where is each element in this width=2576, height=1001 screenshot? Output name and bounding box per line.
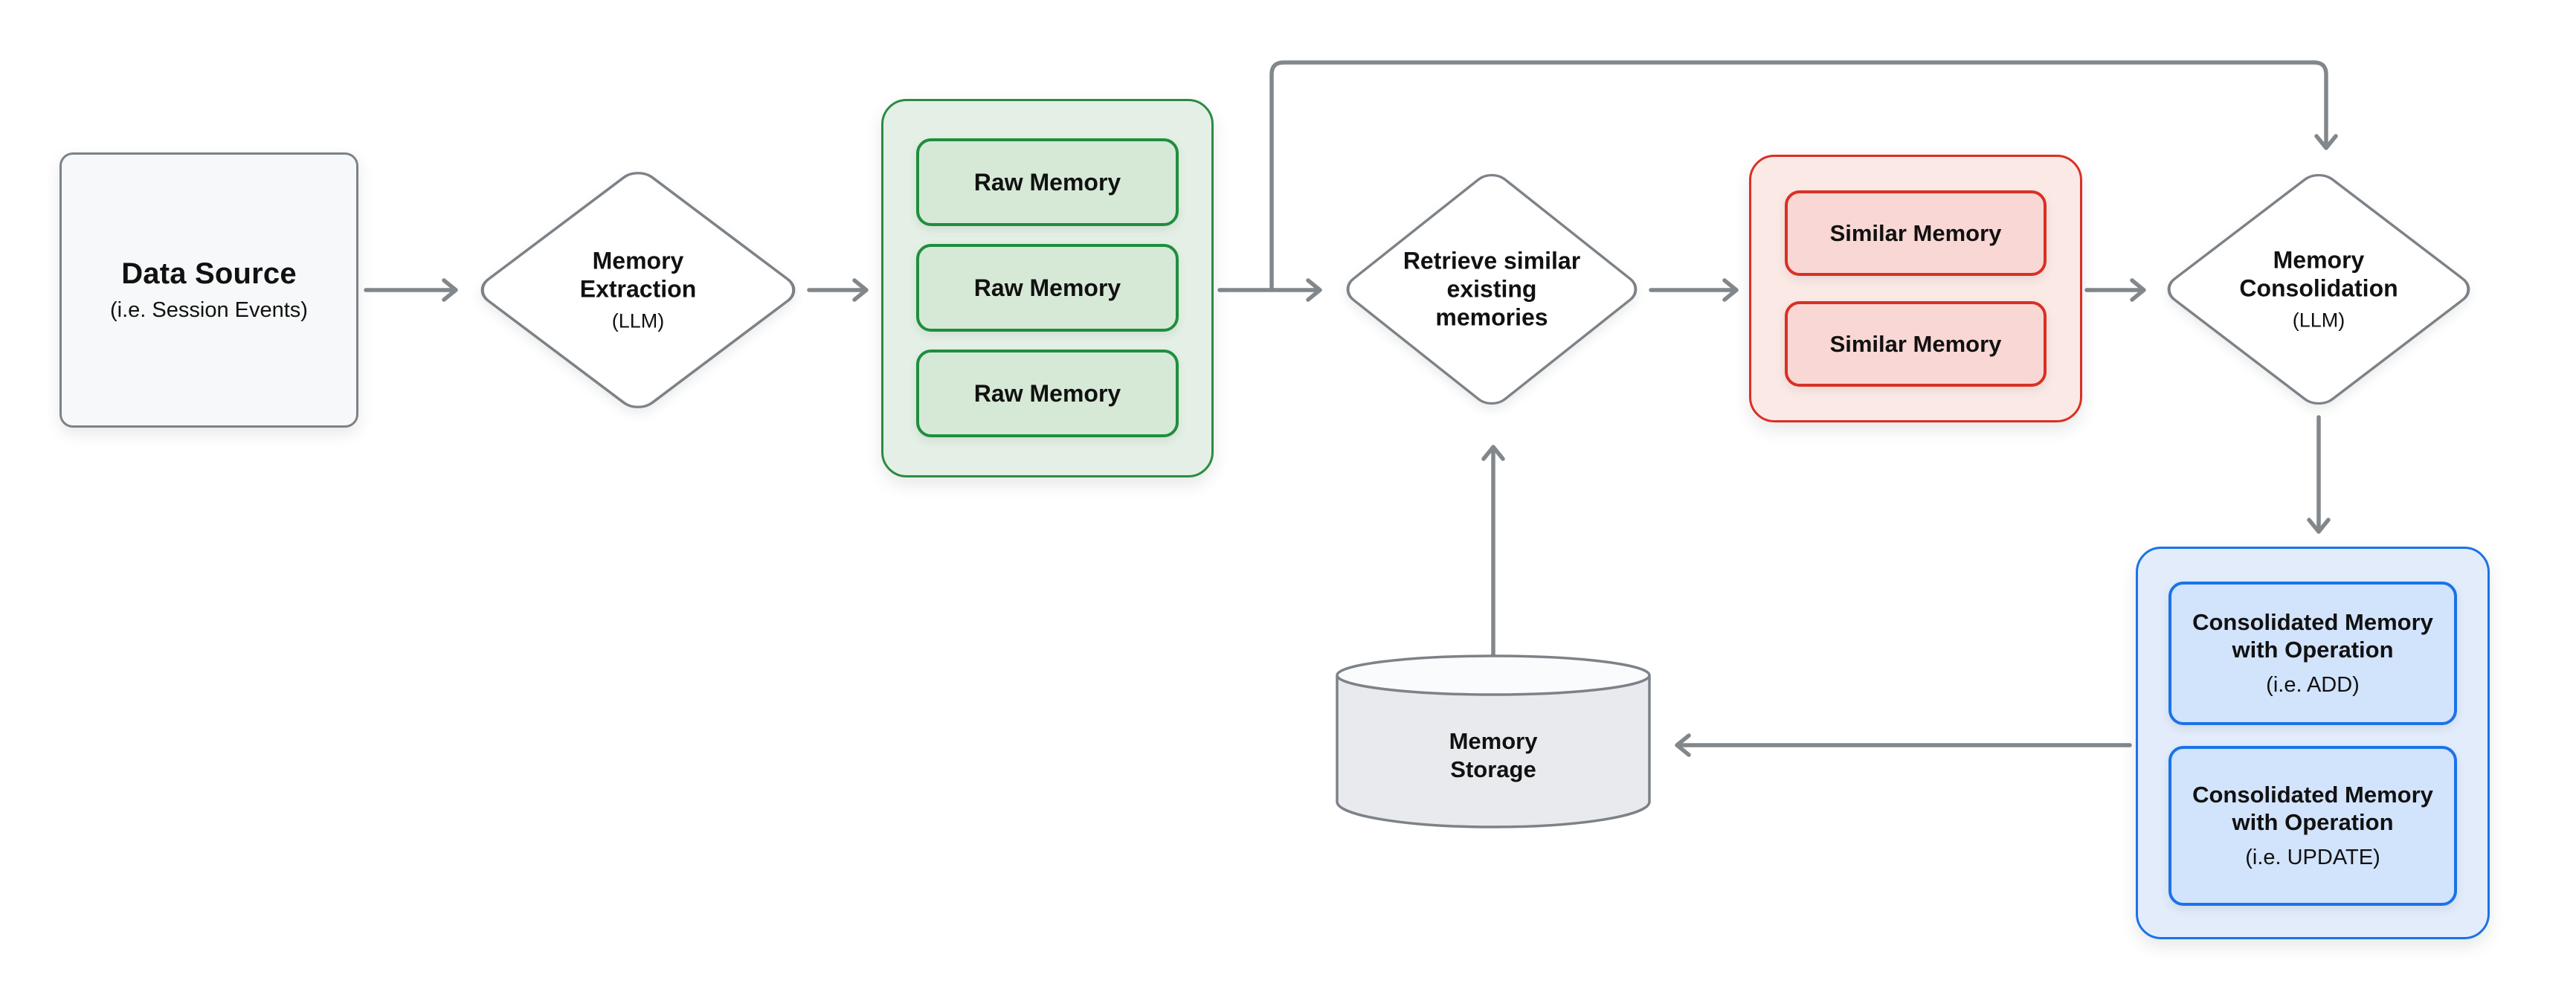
raw-memory-item-1: Raw Memory xyxy=(916,138,1179,226)
consolidated-memory-item-2: Consolidated Memory with Operation (i.e.… xyxy=(2168,746,2457,906)
consolidated-memory-item-1: Consolidated Memory with Operation (i.e.… xyxy=(2168,582,2457,725)
data-source-subtitle: (i.e. Session Events) xyxy=(110,298,308,322)
similar-memory-item-2-label: Similar Memory xyxy=(1829,330,2002,357)
consolidated-memory-item-2-sub: (i.e. UPDATE) xyxy=(2245,846,2380,870)
similar-memory-item-1: Similar Memory xyxy=(1785,190,2047,276)
consolidated-memory-item-2-line2: with Operation xyxy=(2232,809,2394,836)
raw-memory-item-2-label: Raw Memory xyxy=(973,274,1121,301)
arrow-rawmemory-to-consolidation-feedback xyxy=(1269,60,2338,290)
memory-storage-cylinder xyxy=(1336,654,1651,828)
cylinder-body xyxy=(1336,675,1651,828)
raw-memory-item-3-label: Raw Memory xyxy=(973,379,1121,407)
raw-memory-item-3: Raw Memory xyxy=(916,350,1179,437)
similar-memory-item-2: Similar Memory xyxy=(1785,301,2047,387)
consolidated-memory-item-1-line1: Consolidated Memory xyxy=(2192,608,2433,635)
raw-memory-item-2: Raw Memory xyxy=(916,244,1179,332)
data-source-node: Data Source (i.e. Session Events) xyxy=(59,152,358,428)
consolidated-memory-item-1-sub: (i.e. ADD) xyxy=(2266,673,2360,698)
consolidated-memory-item-2-line1: Consolidated Memory xyxy=(2192,781,2433,808)
data-source-title: Data Source xyxy=(121,257,297,290)
similar-memory-item-1-label: Similar Memory xyxy=(1829,219,2002,246)
raw-memory-item-1-label: Raw Memory xyxy=(973,168,1121,196)
consolidated-memory-item-1-line2: with Operation xyxy=(2232,637,2394,663)
cylinder-top xyxy=(1336,654,1651,696)
